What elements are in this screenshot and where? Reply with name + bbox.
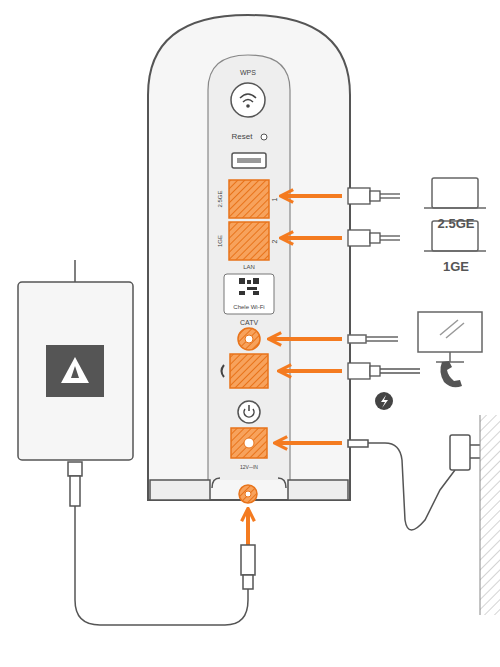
port-label: CATV <box>240 319 258 326</box>
port-number: 2 <box>272 239 279 243</box>
port-number: 1 <box>272 197 279 201</box>
port-label: WPS <box>240 69 256 76</box>
port-group-label: LAN <box>243 264 255 270</box>
device-label: 2.5GE <box>438 217 475 230</box>
device-label: 1GE <box>443 260 469 273</box>
qr-caption: Chele Wi-Fi <box>233 304 264 310</box>
port-speed-label: 1GE <box>217 235 223 247</box>
port-label: 12V⎓IN <box>240 465 258 470</box>
port-speed-label: 2.5GE <box>217 190 223 207</box>
port-label: Reset <box>232 133 253 141</box>
